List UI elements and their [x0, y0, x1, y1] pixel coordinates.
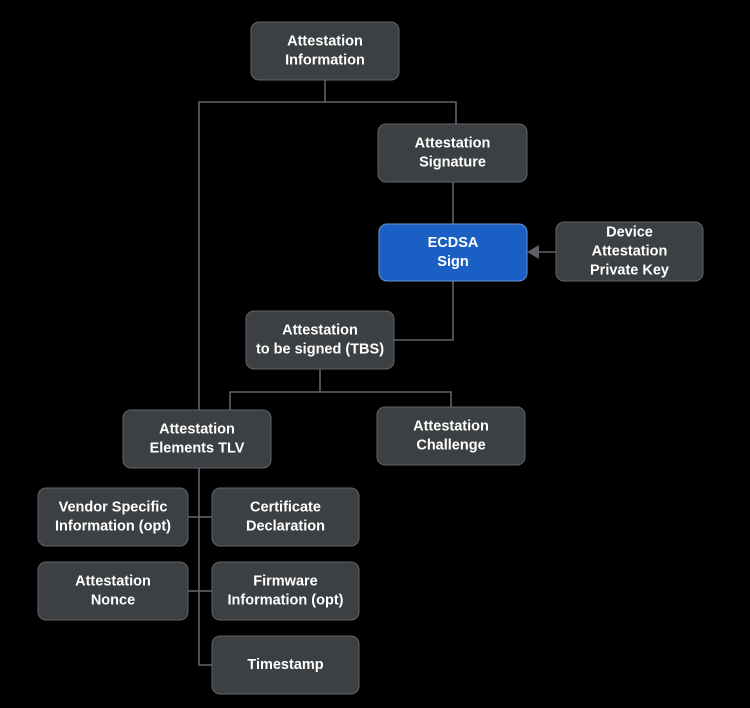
node-label-firmware-information: Firmware: [253, 573, 317, 589]
node-ecdsa-sign[interactable]: ECDSA Sign: [378, 223, 528, 282]
edge-ecdsa-sign-to-tbs: [394, 281, 454, 341]
node-label-attestation-information: Information: [285, 52, 365, 68]
edges-layer: [188, 80, 556, 666]
node-box-timestamp: [211, 635, 360, 695]
node-label-attestation-challenge: Attestation: [413, 418, 489, 434]
node-label-vendor-specific-information: Information (opt): [55, 518, 171, 534]
node-box-attestation-elements-tlv: [122, 409, 272, 469]
node-label-certificate-declaration: Certificate: [250, 499, 321, 515]
node-label-device-attestation-private-key: Device: [606, 224, 653, 240]
node-label-attestation-nonce: Attestation: [75, 573, 151, 589]
edge-tbs-to-challenge: [320, 391, 452, 407]
node-label-device-attestation-private-key: Private Key: [590, 262, 669, 278]
nodes-layer: AttestationInformationAttestationSignatu…: [37, 21, 704, 695]
node-label-attestation-elements-tlv: Elements TLV: [150, 440, 245, 456]
node-box-attestation-challenge: [376, 406, 526, 466]
node-box-attestation-nonce: [37, 561, 189, 621]
node-box-attestation-to-be-signed-tbs: [245, 310, 395, 370]
node-label-vendor-specific-information: Vendor Specific: [59, 499, 168, 515]
node-box-vendor-specific-information: [37, 487, 189, 547]
node-box-attestation-information: [250, 21, 400, 81]
edge-tbs-to-elements-tlv: [229, 369, 321, 410]
node-box-firmware-information: [211, 561, 360, 621]
node-label-attestation-to-be-signed-tbs: to be signed (TBS): [256, 341, 384, 357]
node-label-attestation-information: Attestation: [287, 33, 363, 49]
node-box-device-attestation-private-key: [555, 221, 704, 282]
node-label-ecdsa-sign: Sign: [437, 254, 468, 270]
node-label-attestation-signature: Signature: [419, 154, 486, 170]
arrowhead-icon-private-key-to-ecdsa-sign: [527, 245, 539, 259]
node-attestation-to-be-signed-tbs[interactable]: Attestation to be signed (TBS): [245, 310, 395, 370]
node-label-attestation-challenge: Challenge: [416, 437, 485, 453]
node-box-attestation-signature: [377, 123, 528, 183]
edge-information-to-elements-tlv: [198, 101, 325, 410]
node-label-attestation-signature: Attestation: [415, 135, 491, 151]
node-label-attestation-elements-tlv: Attestation: [159, 421, 235, 437]
node-label-ecdsa-sign: ECDSA: [428, 235, 479, 251]
node-label-device-attestation-private-key: Attestation: [592, 243, 668, 259]
edge-information-to-signature: [324, 80, 457, 124]
node-timestamp[interactable]: Timestamp: [211, 635, 360, 695]
node-label-firmware-information: Information (opt): [228, 592, 344, 608]
node-label-certificate-declaration: Declaration: [246, 518, 325, 534]
node-label-attestation-to-be-signed-tbs: Attestation: [282, 322, 358, 338]
node-box-certificate-declaration: [211, 487, 360, 547]
node-box-ecdsa-sign: [378, 223, 528, 282]
node-label-timestamp: Timestamp: [247, 657, 323, 673]
edge-elements-tlv-trunk: [198, 468, 212, 666]
node-label-attestation-nonce: Nonce: [91, 592, 135, 608]
